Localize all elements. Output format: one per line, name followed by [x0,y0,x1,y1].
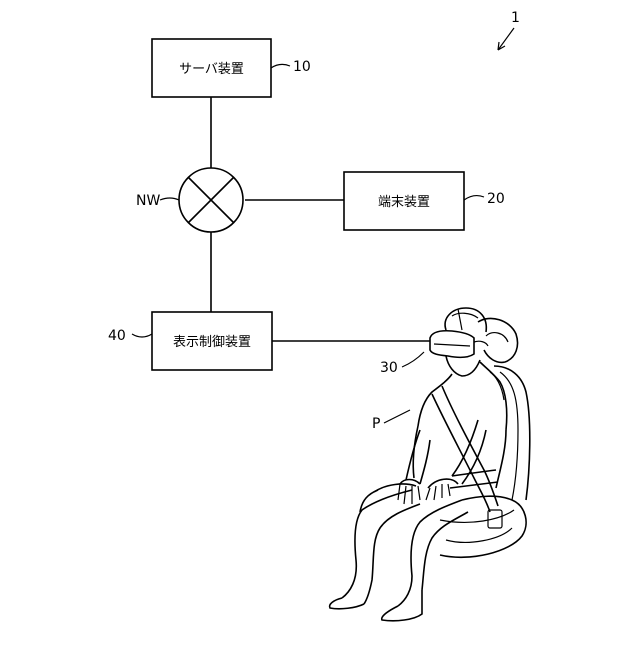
terminal-ref-number: 20 [487,191,505,207]
figure-ref-number: 1 [511,10,520,26]
display-control-leader-line [132,334,152,337]
network-node [179,168,243,232]
person-ref-number: P [372,416,380,432]
server-leader-line [271,64,290,68]
server-ref-number: 10 [293,59,311,75]
hmd-ref-number: 30 [380,360,398,376]
server-label: サーバ装置 [179,62,244,77]
person-illustration [330,308,507,621]
display-control-label: 表示制御装置 [173,335,251,350]
terminal-label: 端末装置 [378,195,430,210]
figure-ref-arrow [498,28,514,50]
network-leader-line [160,198,179,200]
terminal-leader-line [464,196,484,200]
person-leader-line [384,410,410,423]
display-control-ref-number: 40 [108,328,126,344]
network-label: NW [136,193,160,209]
hmd-leader-line [402,352,424,367]
